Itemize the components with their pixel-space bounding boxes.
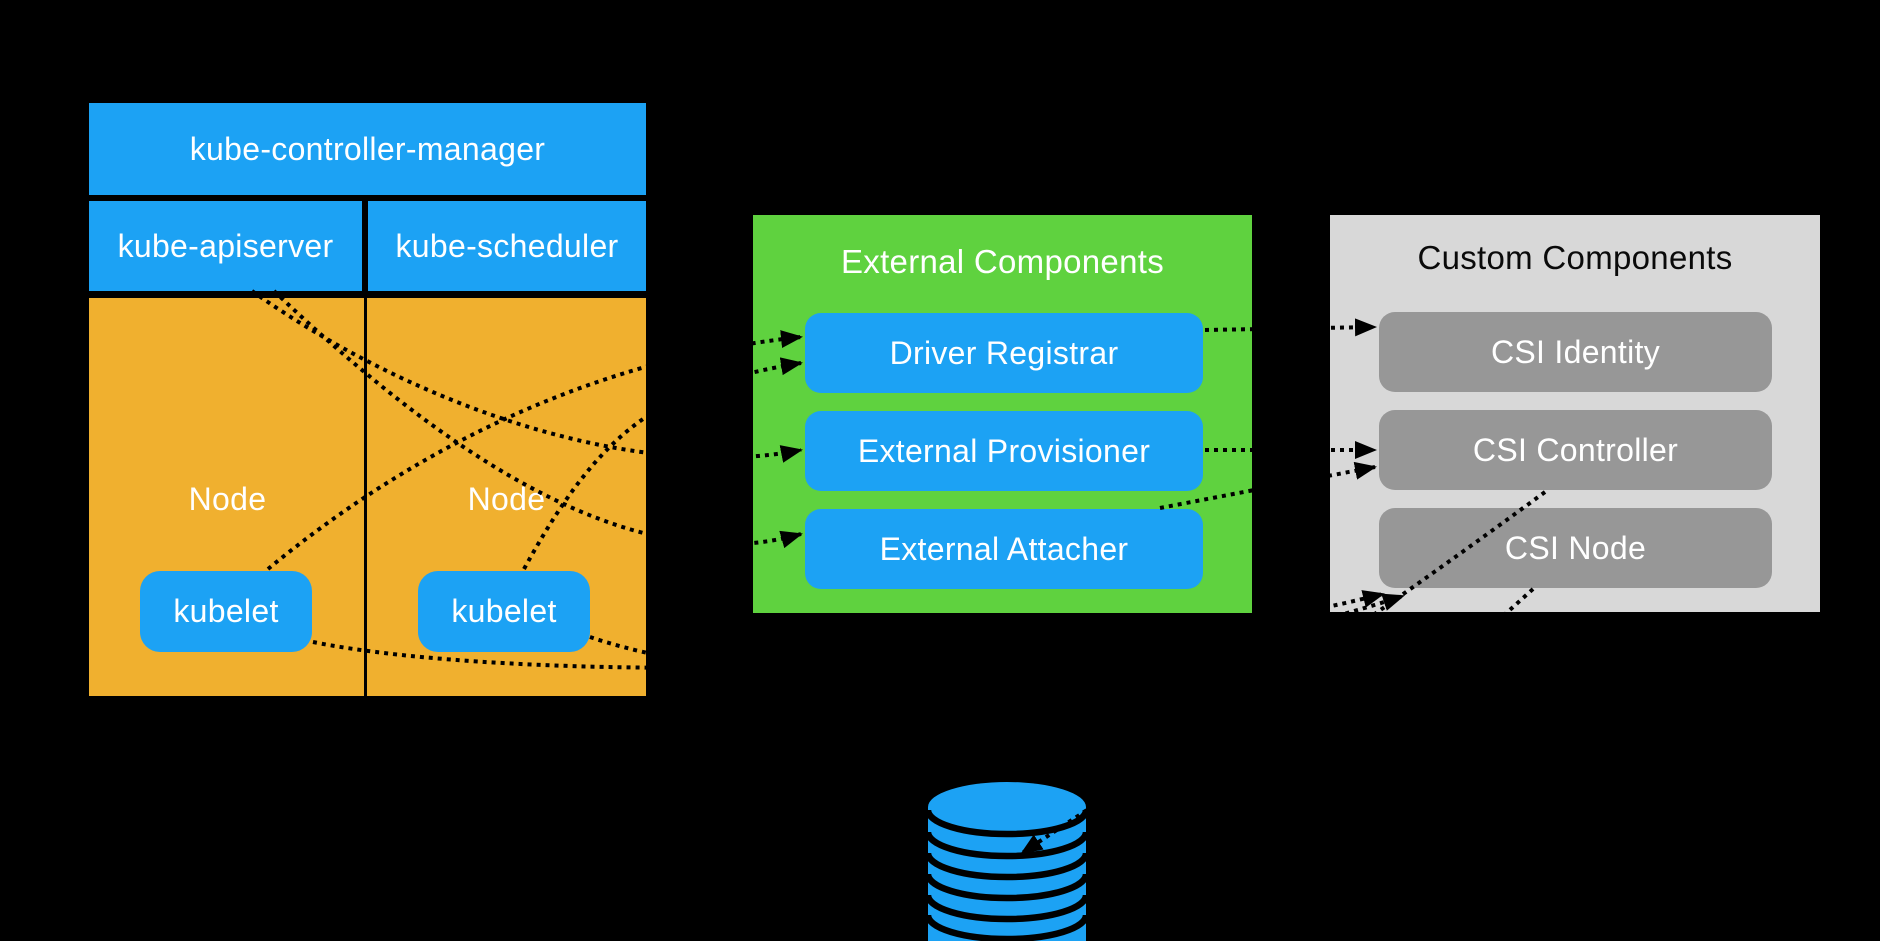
edge-csinode-down — [1178, 587, 1535, 910]
node-2-label: Node — [467, 480, 546, 517]
kubelet-2-box: kubelet — [418, 571, 590, 652]
csi-node-box: CSI Node — [1379, 508, 1772, 588]
csi-controller-label: CSI Controller — [1472, 431, 1679, 468]
kube-scheduler-label: kube-scheduler — [395, 227, 619, 264]
external-provisioner-label: External Provisioner — [857, 432, 1151, 469]
node-2-label-wrap: Node — [367, 479, 646, 519]
external-components-title: External Components — [840, 243, 1165, 280]
kubelet-1-label: kubelet — [173, 593, 279, 629]
external-attacher-label: External Attacher — [879, 530, 1129, 567]
kubelet-2-label: kubelet — [451, 593, 557, 629]
custom-components-title: Custom Components — [1417, 239, 1733, 276]
csi-identity-label: CSI Identity — [1490, 333, 1660, 370]
node-1-label: Node — [188, 480, 267, 517]
node-1-label-wrap: Node — [89, 479, 366, 519]
driver-registrar-box: Driver Registrar — [805, 313, 1203, 393]
external-attacher-box: External Attacher — [805, 509, 1203, 589]
kube-apiserver-box: kube-apiserver — [89, 201, 362, 291]
csi-node-label: CSI Node — [1504, 529, 1647, 566]
disk-stack-icon — [924, 782, 1090, 941]
external-components-title-wrap: External Components — [753, 242, 1252, 282]
kube-controller-manager-label: kube-controller-manager — [189, 130, 546, 167]
csi-identity-box: CSI Identity — [1379, 312, 1772, 392]
driver-registrar-label: Driver Registrar — [889, 334, 1119, 371]
kube-apiserver-label: kube-apiserver — [117, 227, 334, 264]
kubelet-1-box: kubelet — [140, 571, 312, 652]
kube-scheduler-box: kube-scheduler — [368, 201, 646, 291]
csi-controller-box: CSI Controller — [1379, 410, 1772, 490]
external-provisioner-box: External Provisioner — [805, 411, 1203, 491]
kube-controller-manager-box: kube-controller-manager — [89, 103, 646, 195]
custom-components-title-wrap: Custom Components — [1330, 238, 1820, 278]
